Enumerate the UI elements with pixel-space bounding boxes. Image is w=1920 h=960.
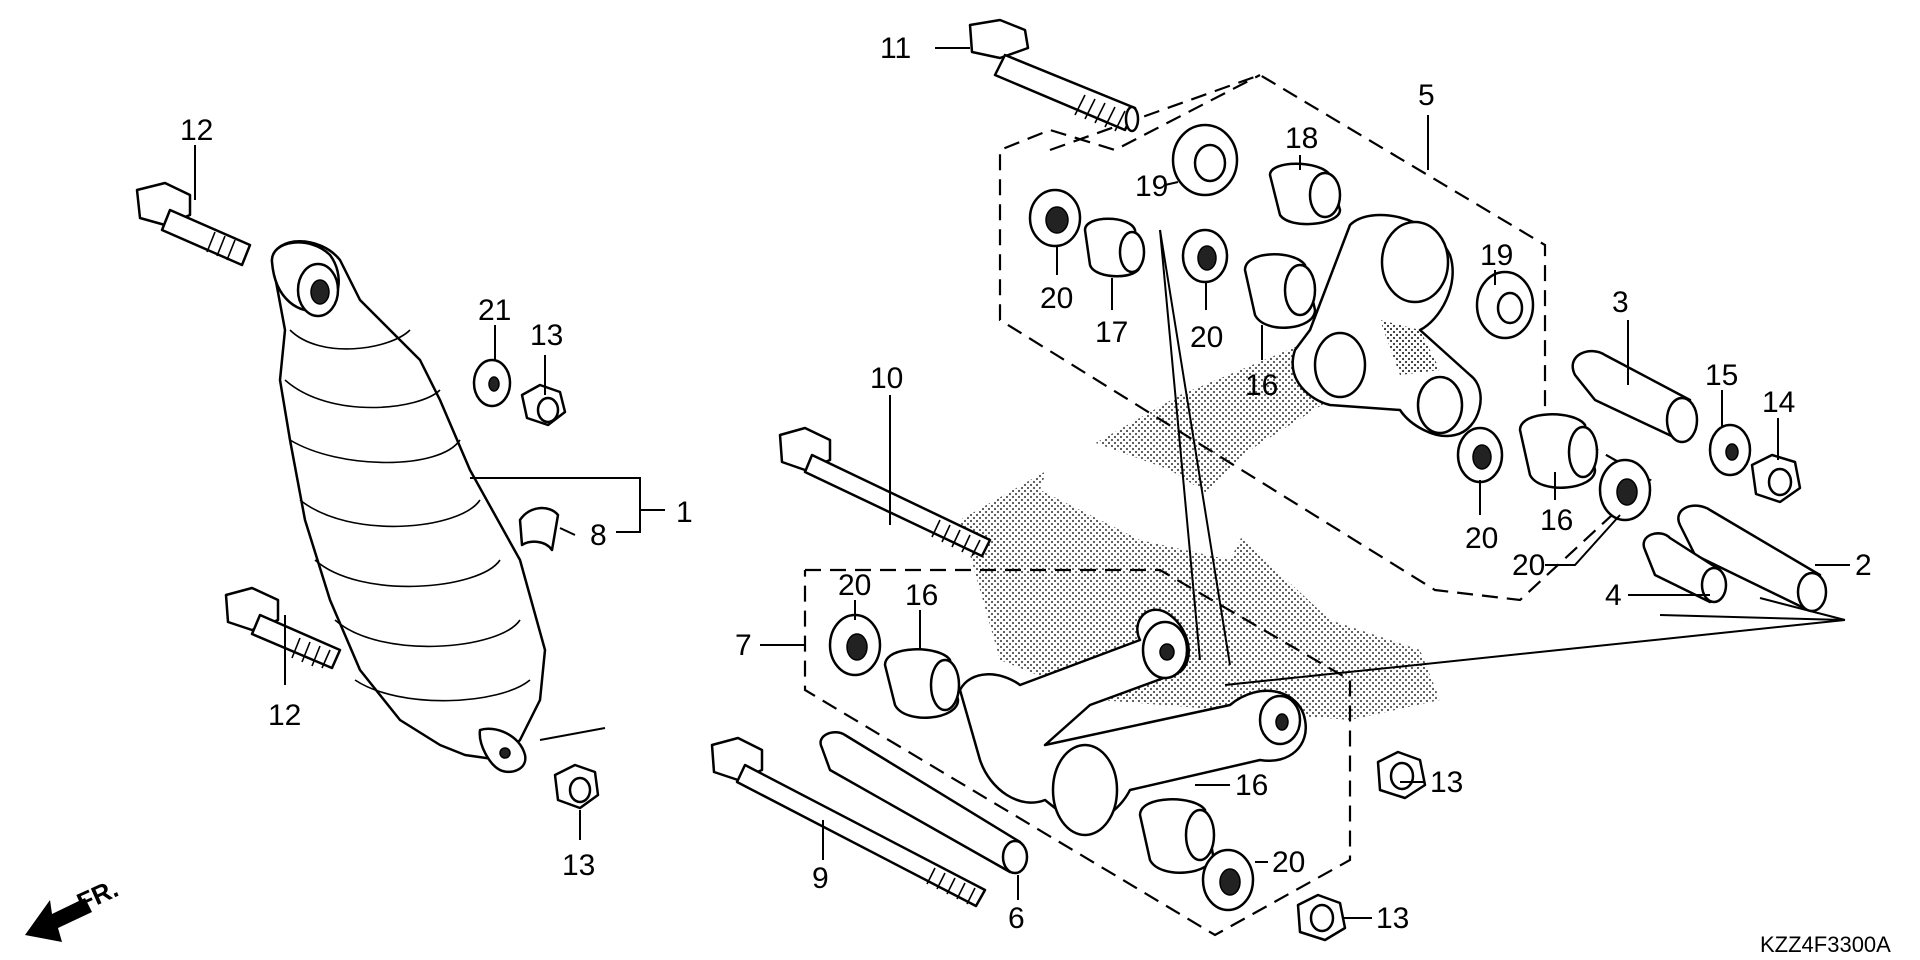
bolt-11 xyxy=(968,18,1140,133)
bushing-17 xyxy=(1083,217,1146,278)
callout-12-upper: 12 xyxy=(180,114,213,147)
callout-18: 18 xyxy=(1285,122,1318,155)
callout-6: 6 xyxy=(1008,902,1025,935)
callout-15: 15 xyxy=(1705,359,1738,392)
nut-14 xyxy=(1750,453,1802,504)
bearing-20-b xyxy=(1181,228,1229,284)
nut-13-upper xyxy=(520,383,567,427)
bushing-16-c xyxy=(883,648,961,719)
callout-5: 5 xyxy=(1418,79,1435,112)
clip-8 xyxy=(518,506,560,552)
front-direction-marker: FR. xyxy=(25,873,123,942)
collar-6 xyxy=(819,731,1029,875)
callout-13-lower-left: 13 xyxy=(562,849,595,882)
callout-17: 17 xyxy=(1095,316,1128,349)
callout-20-d: 20 xyxy=(1512,549,1545,582)
callout-7: 7 xyxy=(735,629,752,662)
frame-shadow xyxy=(960,345,1440,720)
bearing-20-d xyxy=(1598,458,1652,522)
callout-20-b: 20 xyxy=(1190,321,1223,354)
bearing-20-a xyxy=(1028,188,1082,248)
callout-13-arm-right: 13 xyxy=(1430,766,1463,799)
shock-absorber xyxy=(270,240,547,774)
callout-11: 11 xyxy=(880,32,911,65)
bearing-20-c xyxy=(1456,426,1504,484)
callout-20-c: 20 xyxy=(1465,522,1498,555)
callout-12-lower: 12 xyxy=(268,699,301,732)
callout-21: 21 xyxy=(478,294,511,327)
leader-lines xyxy=(194,47,1850,919)
bearing-18 xyxy=(1268,162,1342,226)
drawing-code: KZZ4F3300A xyxy=(1760,932,1891,957)
callout-19-b: 19 xyxy=(1480,239,1513,272)
callout-14: 14 xyxy=(1762,386,1795,419)
bearing-20-e xyxy=(828,613,882,677)
callout-9: 9 xyxy=(812,862,829,895)
nut-13-bottom xyxy=(1296,893,1347,942)
seal-19-b xyxy=(1475,270,1535,340)
collar-3 xyxy=(1571,349,1699,444)
washer-21 xyxy=(472,358,512,408)
bolt-9 xyxy=(710,736,987,908)
callout-20-f: 20 xyxy=(1272,846,1305,879)
bushing-16-b xyxy=(1518,413,1599,489)
callout-20-e: 20 xyxy=(838,569,871,602)
bushing-16-d xyxy=(1138,798,1216,874)
collar-4 xyxy=(1642,532,1728,604)
link-kit-boundary xyxy=(998,73,1652,602)
nut-13-arm-right xyxy=(1376,750,1427,800)
bolt-12-upper xyxy=(135,181,252,267)
callout-8: 8 xyxy=(590,519,607,552)
callout-labels: 11 12 12 21 13 1 8 13 5 19 18 20 17 20 1… xyxy=(180,32,1872,935)
callout-16-d: 16 xyxy=(1235,769,1268,802)
arm-kit-boundary xyxy=(803,568,1352,937)
callout-20-a: 20 xyxy=(1040,282,1073,315)
callout-10: 10 xyxy=(870,362,903,395)
bearing-20-f xyxy=(1201,848,1255,912)
callout-19-a: 19 xyxy=(1135,170,1168,203)
cushion-link-5 xyxy=(1291,213,1482,438)
callout-4: 4 xyxy=(1605,579,1622,612)
shock-centerline xyxy=(539,727,606,741)
cushion-arm-7 xyxy=(958,608,1308,837)
callout-3: 3 xyxy=(1612,286,1629,319)
seal-19-a xyxy=(1171,123,1239,197)
callout-16-c: 16 xyxy=(905,579,938,612)
callout-13-upper: 13 xyxy=(530,319,563,352)
bolt-12-lower xyxy=(224,586,342,670)
front-arrow-icon xyxy=(25,898,92,942)
callout-16-b: 16 xyxy=(1540,504,1573,537)
callout-1: 1 xyxy=(676,496,693,529)
callout-2: 2 xyxy=(1855,549,1872,582)
nut-13-lower-left xyxy=(553,763,600,810)
callout-16-a: 16 xyxy=(1245,369,1278,402)
callout-13-bottom: 13 xyxy=(1376,902,1409,935)
bolt-10 xyxy=(778,426,992,558)
bushing-16-a xyxy=(1243,253,1317,329)
washer-15 xyxy=(1708,423,1752,477)
